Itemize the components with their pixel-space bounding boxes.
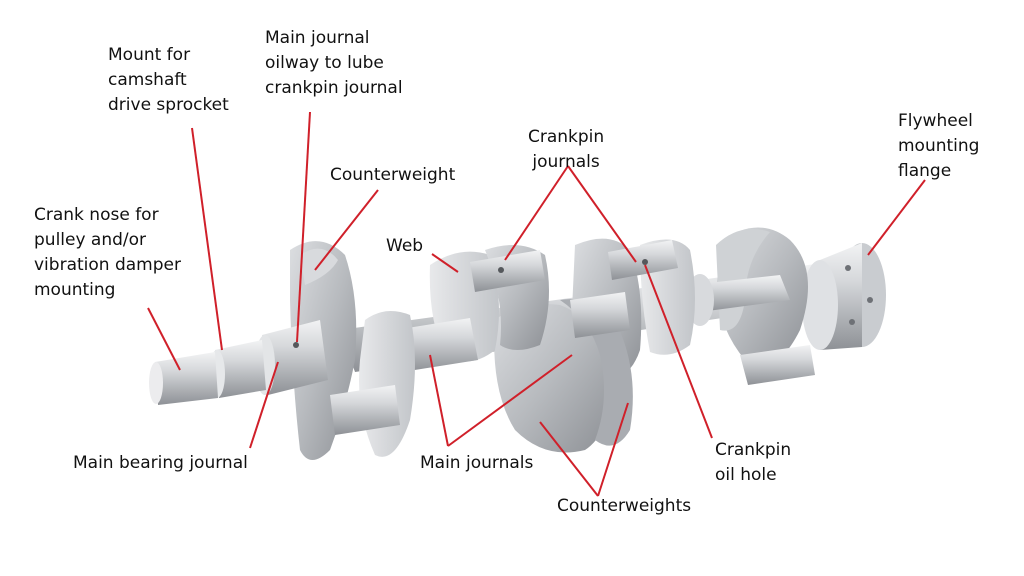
leader-counterweights-1 [539,421,599,497]
label-line: oilway to lube [265,53,384,73]
leader-main-bearing [249,361,279,449]
label-line: Main journal [265,28,370,48]
label-line: crankpin journal [265,78,403,98]
label-flywheel-flange: Flywheel mounting flange [898,109,979,184]
label-line: Crankpin [715,440,792,460]
label-main-journals: Main journals [420,451,533,476]
label-line: drive sprocket [108,95,229,115]
middle-main-journal [395,292,630,372]
label-line: oil hole [715,465,777,485]
label-line: Main bearing journal [73,453,248,473]
leader-flywheel [867,179,926,256]
leader-web [431,253,459,273]
label-line: vibration damper [34,255,181,275]
label-counterweights: Counterweights [557,494,691,519]
leader-counterweight [314,189,379,271]
label-line: Crank nose for [34,205,159,225]
label-line: journals [532,152,600,172]
leader-crankpin-1 [504,165,569,261]
leader-lines [147,111,926,497]
label-line: pulley and/or [34,230,147,250]
front-shaft [149,320,328,405]
leader-camshaft-mount [191,127,223,351]
label-camshaft-mount: Mount for camshaft drive sprocket [108,43,229,118]
label-crank-nose: Crank nose for pulley and/or vibration d… [34,203,181,303]
leader-counterweights-2 [597,402,629,497]
leader-crank-nose [147,307,181,371]
label-line: mounting [898,136,980,156]
label-line: Counterweights [557,496,692,516]
label-line: Main journals [420,453,534,473]
label-line: flange [898,161,952,181]
label-counterweight: Counterweight [330,163,455,188]
label-main-bearing-journal: Main bearing journal [73,451,248,476]
label-crankpin-oil-hole: Crankpin oil hole [715,438,791,488]
label-web: Web [386,234,423,259]
label-line: Web [386,236,424,256]
label-line: Counterweight [330,165,456,185]
label-line: Flywheel [898,111,973,131]
label-line: Mount for [108,45,191,65]
leader-oil-hole [644,264,713,439]
leader-main-journal-2 [447,354,573,447]
leader-main-journal-1 [429,354,449,447]
label-line: Crankpin [528,127,605,147]
label-main-journal-oilway: Main journal oilway to lube crankpin jou… [265,26,403,101]
label-line: camshaft [108,70,187,90]
label-line: mounting [34,280,116,300]
flywheel-flange-shape [802,243,886,350]
label-crankpin-journals: Crankpin journals [528,125,604,175]
leader-crankpin-2 [567,165,637,263]
leader-oilway [296,111,311,343]
